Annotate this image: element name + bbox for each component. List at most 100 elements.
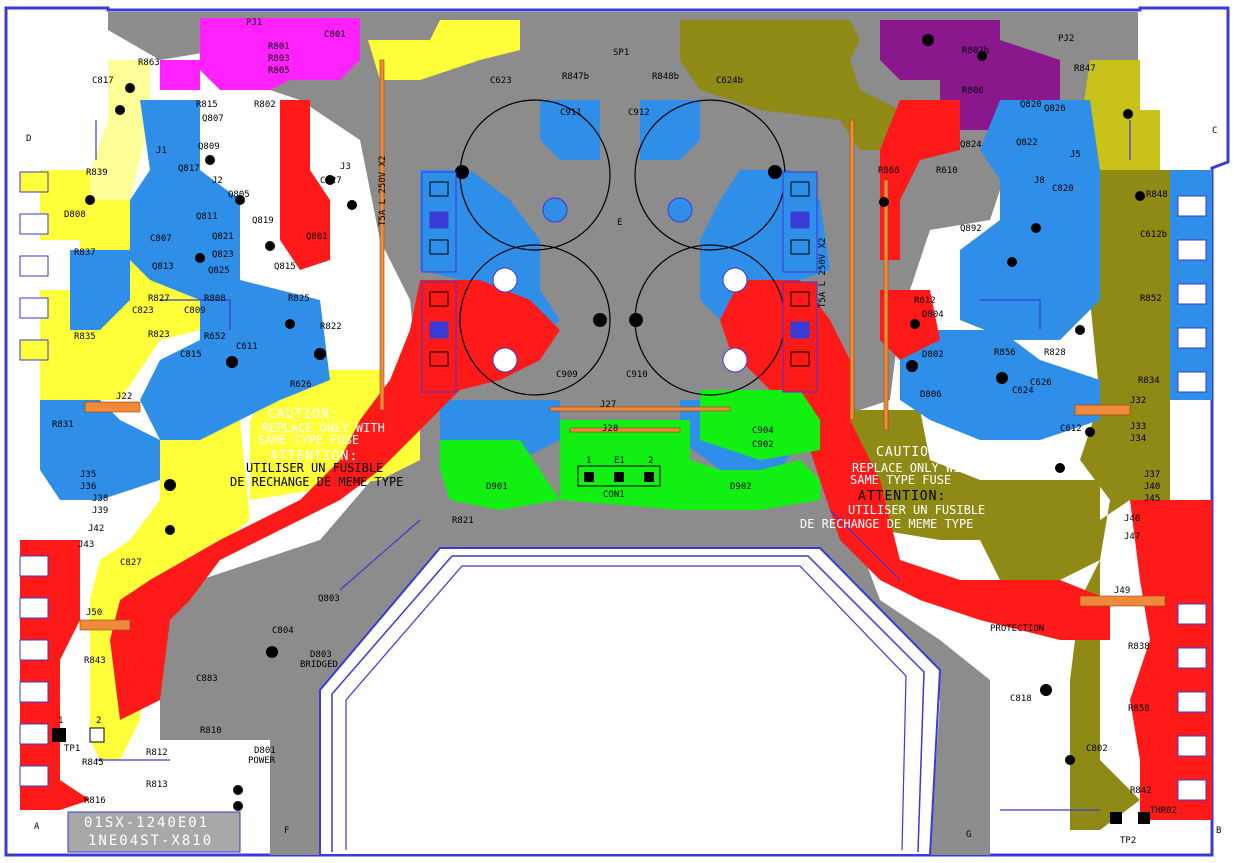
label-j40: J40 [1144, 482, 1161, 492]
label-r810: R810 [200, 726, 222, 736]
label-d801: D801 [254, 746, 276, 756]
label-r824: R828 [1044, 348, 1066, 358]
label-r821: R821 [452, 516, 474, 526]
label-r825: R825 [288, 294, 310, 304]
corner-g: G [966, 830, 972, 840]
label-j28: J28 [602, 424, 619, 434]
label-r839: R839 [86, 168, 108, 178]
caution-right-line6: DE RECHANGE DE MEME TYPE [800, 517, 974, 531]
label-r805: R805 [268, 66, 290, 76]
label-c804: C804 [272, 626, 294, 636]
label-c612: C624 [1012, 386, 1034, 396]
label-j37: J37 [1144, 470, 1161, 480]
caution-right-line2: REPLACE ONLY WITH [852, 461, 975, 475]
label-c624b: D804 [922, 310, 944, 320]
capacitor-c909 [459, 244, 611, 396]
blue-region-left-outer [40, 400, 160, 500]
label-j47: J47 [1124, 532, 1141, 542]
olive-region-upper [1080, 60, 1160, 170]
label-c809: C809 [184, 306, 206, 316]
edge-terminals-right [1177, 195, 1207, 801]
label-tp2: TP2 [1120, 836, 1137, 846]
fuse-f604 [782, 171, 818, 273]
label-c883: C883 [196, 674, 218, 684]
blue-region-right-mid [900, 330, 1100, 440]
label-r801: R801 [268, 42, 290, 52]
label-j36: J36 [80, 482, 97, 492]
capacitor-c909-pad-a [492, 267, 518, 293]
caution-right-attention: ATTENTION: [858, 489, 947, 504]
green-region-left [440, 440, 560, 510]
jumper-bars [79, 59, 1166, 631]
caution-left-line6: DE RECHANGE DE MEME TYPE [230, 475, 404, 489]
label-j1: J1 [156, 146, 167, 156]
label-q819: Q819 [252, 216, 274, 226]
tp1-pad-2 [89, 727, 105, 743]
label-c623: C623 [490, 76, 512, 86]
label-power: POWER [248, 756, 276, 766]
label-j2: J2 [212, 176, 223, 186]
caution-right-line5: UTILISER UN FUSIBLE [848, 503, 986, 517]
fuse-f603 [421, 171, 457, 273]
label-q821: Q821 [212, 232, 234, 242]
label-j50: J50 [86, 608, 103, 618]
label-c802: C818 [1010, 694, 1032, 704]
capacitor-c909-lead [593, 313, 607, 327]
label-r813: R813 [146, 780, 168, 790]
label-r856: D806 [920, 390, 942, 400]
capacitor-c910-lead [629, 313, 643, 327]
label-r612: R612 [914, 296, 936, 306]
capacitor-c911-lead [455, 165, 469, 179]
capacitor-c912-lead [768, 165, 782, 179]
caution-right-title: CAUTION: [876, 445, 947, 460]
magenta-region-small [160, 60, 200, 90]
label-r835: R835 [74, 332, 96, 342]
label-tp1: TP1 [64, 744, 81, 754]
label-r827: R827 [148, 294, 170, 304]
label-c823: C823 [132, 306, 154, 316]
board-code-mirror: 1NE04ST-X810 [88, 833, 214, 849]
capacitor-c909-pad-b [492, 347, 518, 373]
label-q826: Q826 [1044, 104, 1066, 114]
blue-region-left [130, 100, 330, 440]
label-r823: R823 [148, 330, 170, 340]
green-region-center [560, 420, 820, 510]
label-j27: J27 [600, 400, 617, 410]
red-region-right-mid [880, 290, 940, 360]
label-j43: J43 [78, 540, 95, 550]
tp1-pin-2: 2 [96, 716, 102, 726]
corner-f: F [284, 826, 290, 836]
caution-right-line3: SAME TYPE FUSE [850, 473, 952, 487]
label-j34: J34 [1130, 434, 1147, 444]
red-region-right-upper [880, 100, 960, 260]
label-c801: C801 [324, 30, 346, 40]
cutout-trace-inner [345, 565, 907, 851]
con1-pin-2: 2 [648, 456, 654, 466]
tp1-pad [52, 728, 66, 742]
label-q801: Q801 [306, 232, 328, 242]
label-d808: D808 [64, 210, 86, 220]
label-r848: R848b [652, 72, 680, 82]
trace-lines [95, 120, 1131, 811]
lightyellow-region [90, 60, 150, 200]
caution-left-line3: SAME TYPE FUSE [258, 433, 360, 447]
label-r802b: R802b [962, 46, 990, 56]
corner-e: E [617, 218, 623, 228]
corner-b: B [1216, 826, 1222, 836]
label-j39: J39 [92, 506, 109, 516]
label-j22: J22 [116, 392, 133, 402]
label-pj1: PJ1 [246, 18, 263, 28]
label-q825: Q825 [208, 266, 230, 276]
cutout-trace-outer-2 [331, 555, 453, 852]
corner-c: C [1212, 126, 1218, 136]
label-c624: C624b [716, 76, 744, 86]
label-r842: R838 [1128, 642, 1150, 652]
label-c817: C817 [92, 76, 114, 86]
label-c909: C909 [556, 370, 578, 380]
corner-d: D [26, 134, 32, 144]
fuse-rating-left: T5A L 250V X2 [378, 155, 388, 226]
label-q822: Q822 [1016, 138, 1038, 148]
label-q815: Q815 [274, 262, 296, 272]
label-bridged: BRIDGED [300, 660, 338, 670]
label-r816: R816 [84, 796, 106, 806]
